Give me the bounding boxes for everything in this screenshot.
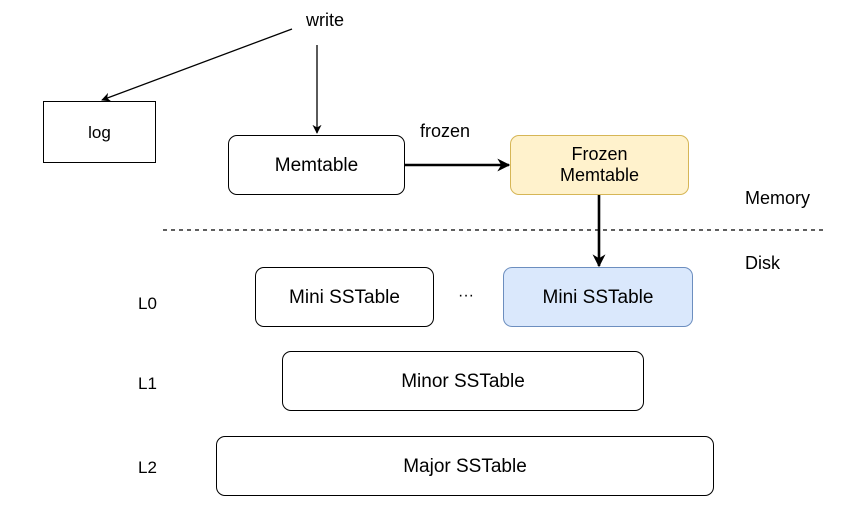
memory-label: Memory (745, 188, 811, 208)
minor-sstable-box: Minor SSTable (282, 351, 644, 411)
frozen-memtable-label-line2: Memtable (559, 165, 640, 185)
frozen-edge-label: frozen (420, 121, 471, 141)
ellipsis-label: ··· (458, 287, 474, 304)
major-sstable-label: Major SSTable (403, 455, 527, 477)
memtable-box: Memtable (228, 135, 405, 195)
mini-sstable-left-label: Mini SSTable (289, 286, 400, 308)
disk-label: Disk (745, 253, 780, 273)
level-l0-label: L0 (138, 294, 157, 313)
write-label: write (306, 10, 345, 30)
level-l1-label: L1 (138, 374, 157, 393)
frozen-memtable-box: Frozen Memtable (510, 135, 689, 195)
major-sstable-box: Major SSTable (216, 436, 714, 496)
mini-sstable-right-label: Mini SSTable (542, 286, 654, 308)
log-box-label: log (88, 122, 111, 142)
frozen-memtable-label-line1: Frozen (571, 144, 628, 164)
arrow-write-to-log (101, 28, 293, 102)
memtable-box-label: Memtable (274, 154, 359, 176)
mini-sstable-right-box: Mini SSTable (503, 267, 693, 327)
log-box: log (43, 101, 156, 163)
level-l2-label: L2 (138, 458, 157, 477)
minor-sstable-label: Minor SSTable (401, 370, 525, 392)
mini-sstable-left-box: Mini SSTable (255, 267, 434, 327)
